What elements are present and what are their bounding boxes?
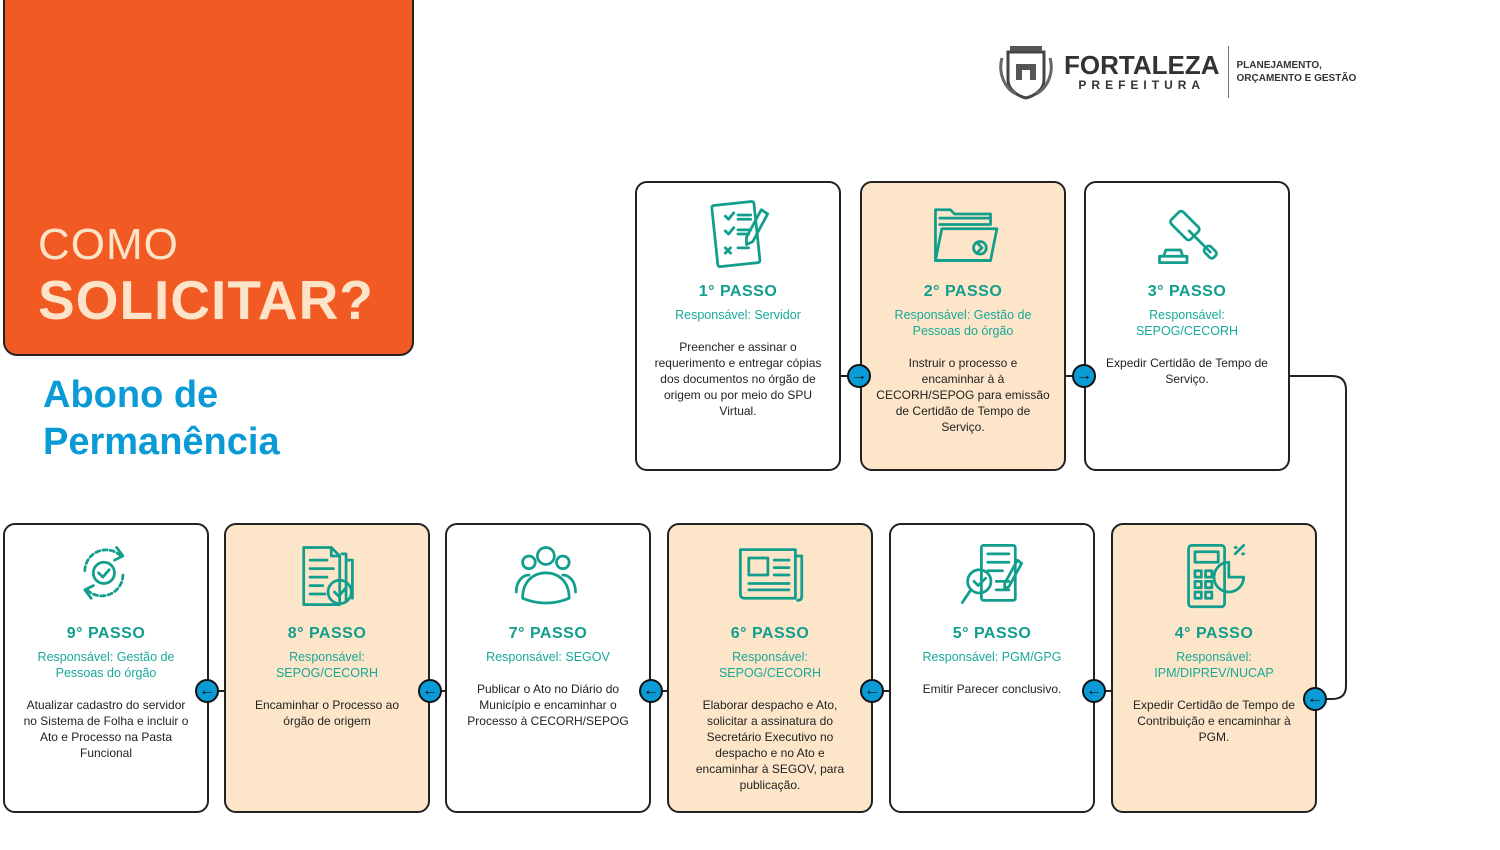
gavel-icon <box>1086 195 1288 271</box>
hero-line2: SOLICITAR? <box>38 269 374 331</box>
title-line1: Abono de <box>43 374 219 416</box>
people-icon <box>447 537 649 613</box>
step-card-4: 4° PASSO Responsável: IPM/DIPREV/NUCAP E… <box>1111 523 1317 813</box>
arrow-left-icon: ← <box>1082 679 1106 703</box>
step-card-5: 5° PASSO Responsável: PGM/GPG Emitir Par… <box>889 523 1095 813</box>
step-title: 8° PASSO <box>287 625 367 642</box>
step-title: 9° PASSO <box>66 625 146 642</box>
logo: FORTALEZA PREFEITURA PLANEJAMENTO, ORÇAM… <box>996 44 1356 100</box>
calculator-chart-icon <box>1113 537 1315 613</box>
arrow-right-icon: → <box>1072 364 1096 388</box>
step-title: 6° PASSO <box>730 625 810 642</box>
dept-line1: PLANEJAMENTO, <box>1236 60 1322 71</box>
arrow-right-icon: → <box>847 364 871 388</box>
step-title: 2° PASSO <box>923 283 1003 300</box>
step-title: 1° PASSO <box>698 283 778 300</box>
step-card-7: 7° PASSO Responsável: SEGOV Publicar o A… <box>445 523 651 813</box>
step-description: Instruir o processo e encaminhar à à CEC… <box>876 356 1050 434</box>
step-title: 5° PASSO <box>952 625 1032 642</box>
step-description: Elaborar despacho e Ato, solicitar a ass… <box>695 698 845 792</box>
step-card-6: 6° PASSO Responsável: SEPOG/CECORH Elabo… <box>667 523 873 813</box>
step-responsible: Responsável: SEPOG/CECORH <box>275 650 379 680</box>
step-description: Preencher e assinar o requerimento e ent… <box>654 340 822 418</box>
newspaper-icon <box>669 537 871 613</box>
logo-sub: PREFEITURA <box>1078 78 1206 92</box>
step-responsible: Responsável: Gestão de Pessoas do órgão <box>894 308 1032 338</box>
coat-of-arms-icon <box>999 46 1053 100</box>
step-title: 7° PASSO <box>508 625 588 642</box>
arrow-left-icon: ← <box>1303 687 1327 711</box>
step-title: 4° PASSO <box>1174 625 1254 642</box>
arrow-left-icon: ← <box>639 679 663 703</box>
step-responsible: Responsável: SEGOV <box>486 650 610 664</box>
arrow-left-icon: ← <box>195 679 219 703</box>
step-responsible: Responsável: SEPOG/CECORH <box>718 650 822 680</box>
step-responsible: Responsável: IPM/DIPREV/NUCAP <box>1154 650 1274 680</box>
step-description: Emitir Parecer conclusivo. <box>922 682 1062 696</box>
step-responsible: Responsável: Servidor <box>675 308 801 322</box>
step-card-9: 9° PASSO Responsável: Gestão de Pessoas … <box>3 523 209 813</box>
step-card-2: 2° PASSO Responsável: Gestão de Pessoas … <box>860 181 1066 471</box>
refresh-check-icon <box>5 537 207 613</box>
step-title: 3° PASSO <box>1147 283 1227 300</box>
step-responsible: Responsável: Gestão de Pessoas do órgão <box>37 650 175 680</box>
folder-icon <box>862 195 1064 271</box>
dept-line2: ORÇAMENTO E GESTÃO <box>1236 73 1357 84</box>
step-description: Encaminhar o Processo ao órgão de origem <box>254 698 400 728</box>
step-description: Atualizar cadastro do servidor no Sistem… <box>23 698 189 760</box>
step-card-8: 8° PASSO Responsável: SEPOG/CECORH Encam… <box>224 523 430 813</box>
arrow-left-icon: ← <box>418 679 442 703</box>
step-description: Publicar o Ato no Diário do Município e … <box>467 682 629 728</box>
hero-line1: COMO <box>38 220 179 269</box>
step-description: Expedir Certidão de Tempo de Contribuiçã… <box>1133 698 1295 744</box>
step-card-1: 1° PASSO Responsável: Servidor Preencher… <box>635 181 841 471</box>
document-review-icon <box>891 537 1093 613</box>
step-description: Expedir Certidão de Tempo de Serviço. <box>1106 356 1268 386</box>
approved-document-icon <box>226 537 428 613</box>
arrow-left-icon: ← <box>860 679 884 703</box>
step-responsible: Responsável: PGM/GPG <box>922 650 1062 664</box>
checklist-icon <box>637 195 839 271</box>
page-title: Abono de Permanência <box>43 372 280 466</box>
hero-banner: COMO SOLICITAR? <box>3 0 414 356</box>
step-responsible: Responsável: SEPOG/CECORH <box>1135 308 1239 338</box>
step-card-3: 3° PASSO Responsável: SEPOG/CECORH Exped… <box>1084 181 1290 471</box>
title-line2: Permanência <box>43 421 280 463</box>
logo-name: FORTALEZA <box>1064 50 1220 80</box>
logo-divider <box>1227 46 1229 98</box>
